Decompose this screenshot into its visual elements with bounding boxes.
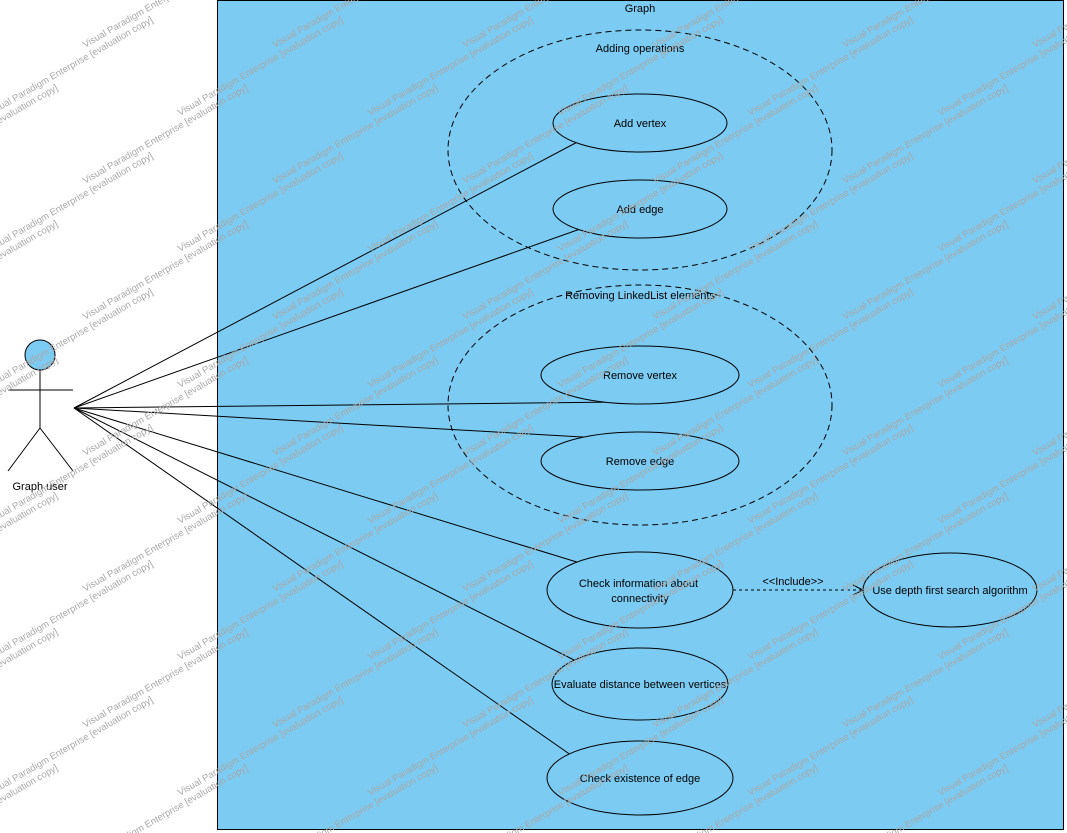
- group-label-removing: Removing LinkedList elements: [565, 290, 715, 302]
- group-label-adding: Adding operations: [596, 43, 685, 55]
- use-case-add-vertex-label: Add vertex: [614, 118, 667, 130]
- actor-graph-user[interactable]: [7, 339, 74, 472]
- system-title: Graph: [625, 3, 656, 15]
- assoc-evaluate-distance: [73, 407, 579, 663]
- assoc-check-existence: [73, 407, 579, 761]
- use-case-depth-first-search-label: Use depth first search algorithm: [872, 585, 1027, 597]
- use-case-check-connectivity-label: Check information about connectivity: [579, 578, 701, 605]
- actor-right-leg: [39, 427, 74, 472]
- use-case-check-existence-label: Check existence of edge: [580, 773, 700, 785]
- use-case-add-edge[interactable]: [552, 179, 728, 239]
- assoc-check-connectivity: [73, 407, 581, 564]
- assoc-remove-edge: [73, 407, 601, 439]
- use-case-evaluate-distance[interactable]: [551, 647, 729, 721]
- assoc-add-edge: [73, 227, 584, 409]
- assoc-add-vertex: [73, 137, 586, 409]
- use-case-evaluate-distance-label: Evaluate distance between vertices: [554, 679, 727, 691]
- use-case-remove-vertex-label: Remove vertex: [603, 370, 677, 382]
- group-adding-operations: [447, 29, 833, 271]
- use-case-remove-vertex[interactable]: [540, 345, 740, 405]
- associations: [73, 137, 621, 761]
- use-case-remove-edge-label: Remove edge: [606, 456, 675, 468]
- watermark-text: Visual Paradigm Enterprise [evaluation c…: [0, 0, 60, 51]
- actor-name: Graph user: [12, 481, 67, 493]
- include-label: <<Include>>: [762, 576, 823, 588]
- use-case-add-vertex[interactable]: [552, 93, 728, 153]
- use-case-remove-edge[interactable]: [540, 431, 740, 491]
- use-case-check-connectivity-line2: connectivity: [611, 593, 669, 605]
- group-removing-elements: [447, 284, 833, 526]
- assoc-remove-vertex: [73, 401, 621, 409]
- use-case-check-connectivity-line1: Check information about: [579, 578, 698, 590]
- actor-left-leg: [7, 427, 41, 472]
- include-arrowhead: [852, 584, 865, 596]
- use-case-add-edge-label: Add edge: [616, 204, 663, 216]
- use-case-check-existence[interactable]: [546, 740, 734, 816]
